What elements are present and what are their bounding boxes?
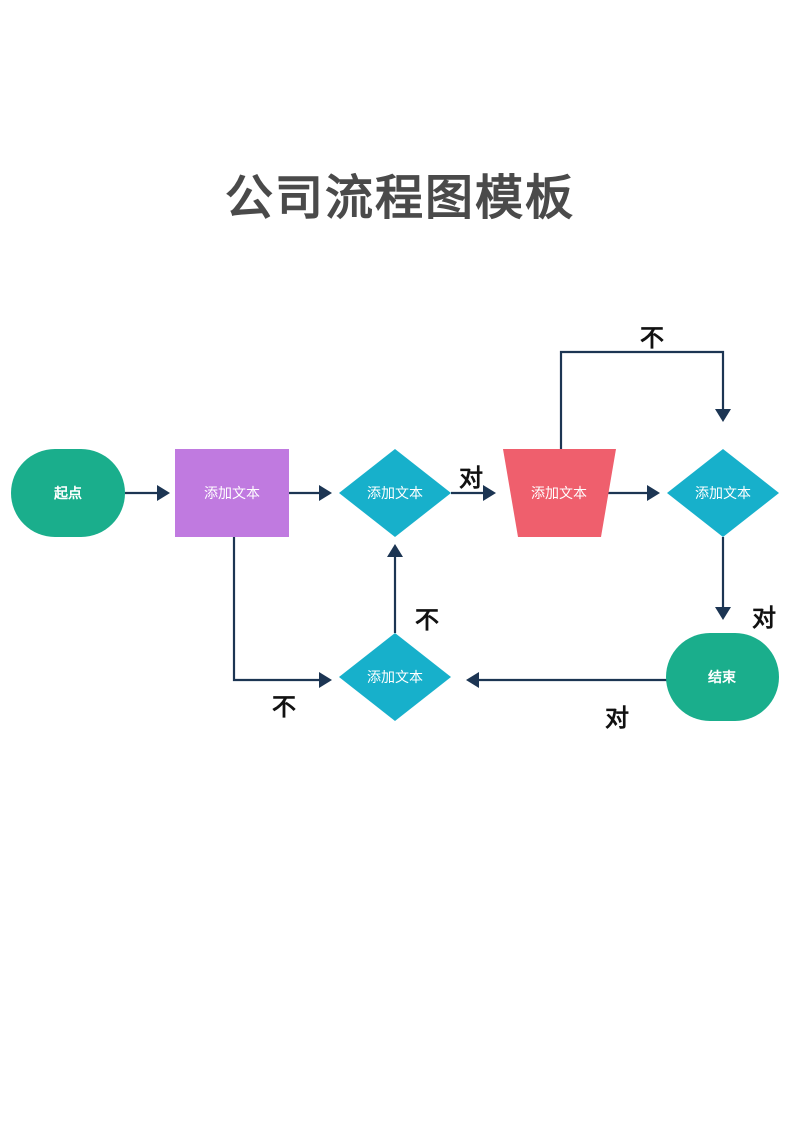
edge-label-decision-top-to-trapezoid: 对	[459, 464, 483, 492]
process-node[interactable]	[175, 449, 289, 537]
process-node-label: 添加文本	[204, 486, 260, 502]
arrowhead	[319, 485, 332, 501]
edge-process-to-decision-bottom	[232, 537, 322, 682]
start-node-label: 起点	[53, 485, 82, 502]
arrowhead	[466, 672, 479, 688]
arrowhead	[319, 672, 332, 688]
decision-bottom-node[interactable]	[339, 633, 451, 721]
end-node-label: 结束	[708, 669, 737, 686]
arrowhead	[647, 485, 660, 501]
arrowhead	[387, 544, 403, 557]
edge-label-end-to-decision-bottom: 对	[605, 704, 629, 732]
trapezoid-node-label: 添加文本	[531, 486, 587, 502]
decision-right-node[interactable]	[667, 449, 779, 537]
decision-top-node[interactable]	[339, 449, 451, 537]
end-node[interactable]	[666, 633, 779, 721]
trapezoid-node[interactable]	[503, 449, 616, 537]
decision-right-node-label: 添加文本	[695, 486, 751, 502]
edge-label-decision-bottom-to-decision-top: 不	[415, 606, 439, 634]
decision-top-node-label: 添加文本	[367, 486, 423, 502]
arrowhead	[715, 409, 731, 422]
decision-bottom-node-label: 添加文本	[367, 670, 423, 686]
edge-trapezoid-loop	[559, 350, 725, 449]
arrowhead	[483, 485, 496, 501]
page-title: 公司流程图模板	[224, 170, 575, 226]
arrowhead	[157, 485, 170, 501]
arrowhead	[715, 607, 731, 620]
edge-label-trapezoid-loop: 不	[640, 324, 664, 352]
edge-label-process-to-decision-bottom: 不	[272, 693, 296, 721]
start-node[interactable]	[11, 449, 125, 537]
edge-label-decision-right-to-end: 对	[752, 604, 776, 632]
